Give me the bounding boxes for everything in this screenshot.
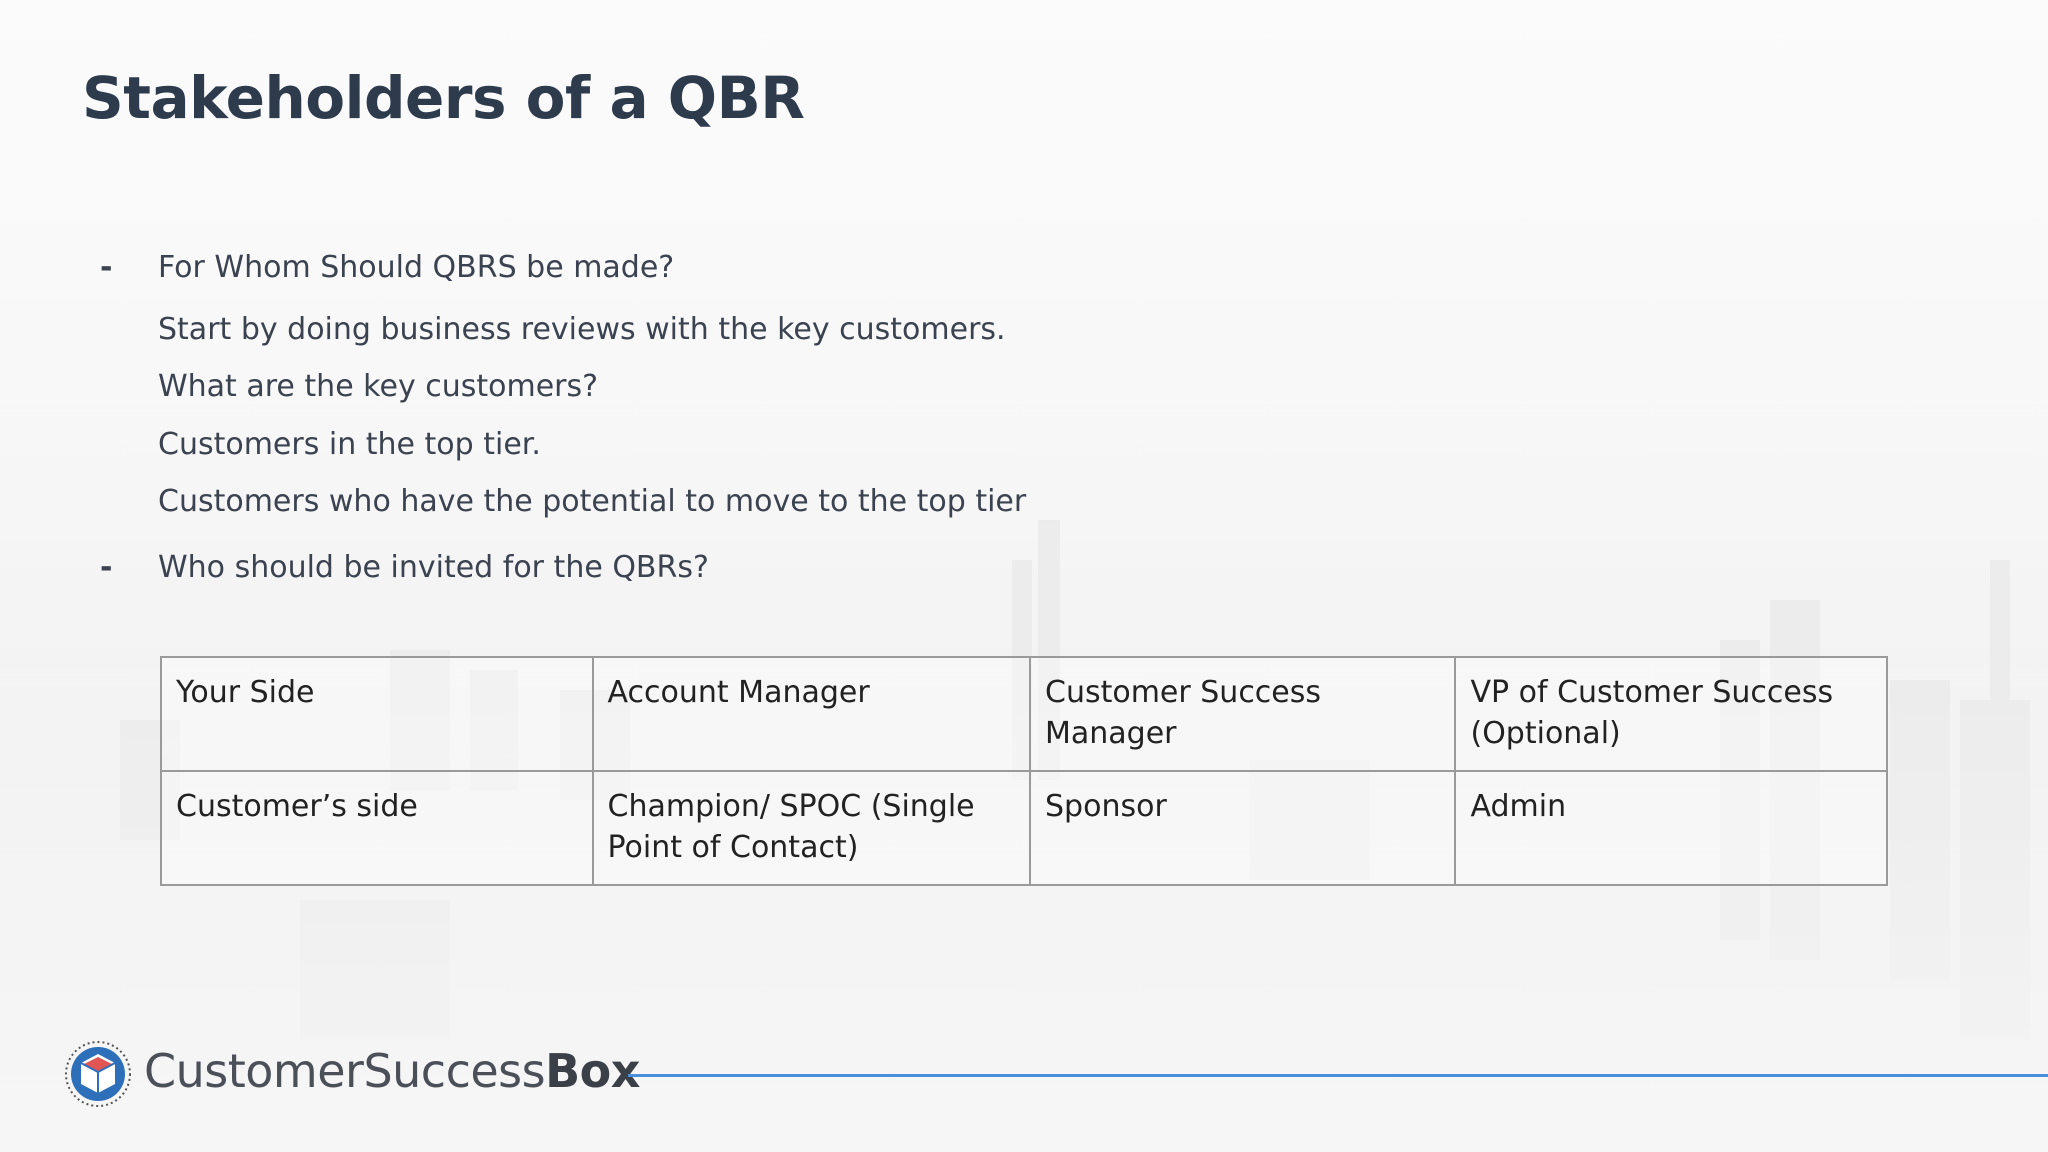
logo-text-light: CustomerSuccess [144, 1044, 546, 1098]
footer-rule [628, 1074, 2048, 1077]
stakeholders-table: Your Side Account Manager Customer Succe… [160, 656, 1888, 886]
table-row: Your Side Account Manager Customer Succe… [160, 656, 1888, 772]
bullet-text: Who should be invited for the QBRs? [158, 550, 709, 585]
table-cell: Customer’s side [160, 770, 594, 886]
table-cell: Your Side [160, 656, 594, 772]
cube-badge-icon [65, 1041, 131, 1107]
bullet-dash: - [100, 550, 113, 585]
bullet-text: Customers in the top tier. [158, 427, 541, 462]
table-row: Customer’s side Champion/ SPOC (Single P… [160, 770, 1888, 886]
slide-title: Stakeholders of a QBR [82, 64, 805, 132]
bullet-text: Start by doing business reviews with the… [158, 312, 1006, 347]
table-cell: Sponsor [1028, 770, 1457, 886]
bullet-text: What are the key customers? [158, 369, 599, 404]
logo-text-bold: Box [545, 1044, 640, 1098]
table-cell: Admin [1454, 770, 1888, 886]
bullet-text: Customers who have the potential to move… [158, 484, 1027, 519]
bullet-dash: - [100, 250, 113, 285]
table-cell: Champion/ SPOC (Single Point of Contact) [591, 770, 1032, 886]
bullet-text: For Whom Should QBRS be made? [158, 250, 675, 285]
table-cell: Account Manager [591, 656, 1032, 772]
table-cell: Customer Success Manager [1028, 656, 1457, 772]
table-cell: VP of Customer Success (Optional) [1454, 656, 1888, 772]
logo-wordmark: CustomerSuccessBox [144, 1044, 640, 1098]
